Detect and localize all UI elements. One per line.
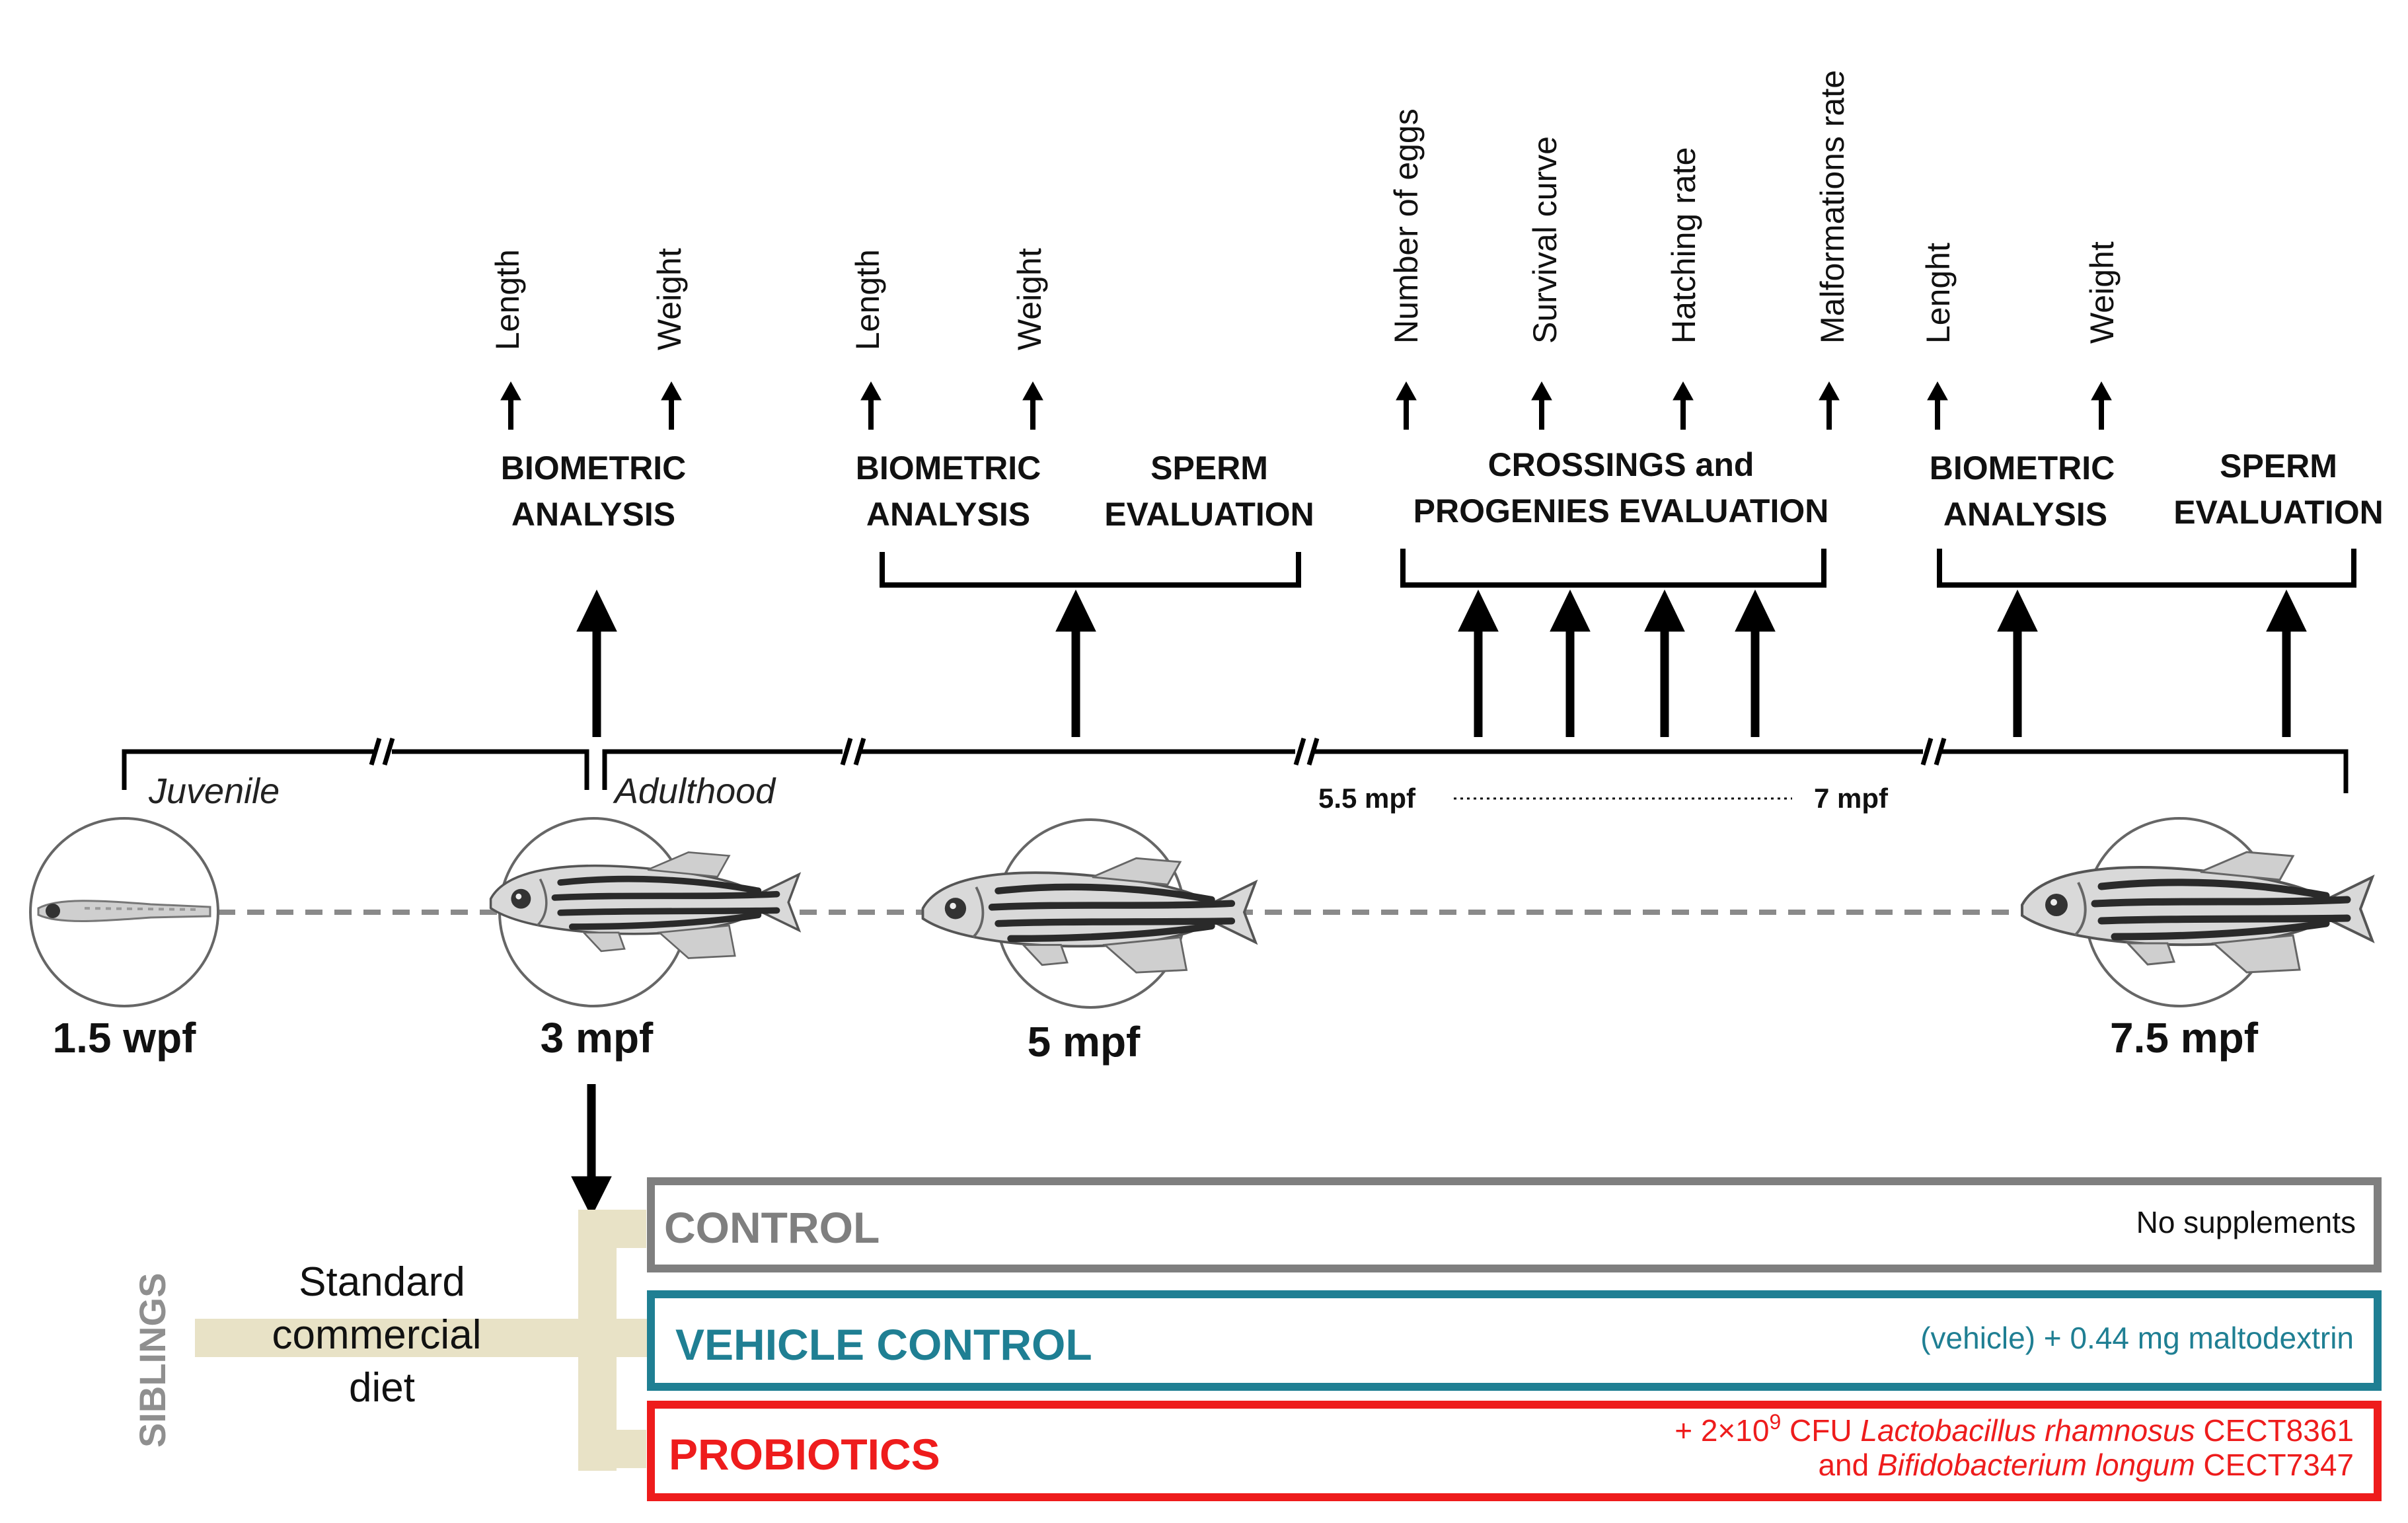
control-name: CONTROL xyxy=(664,1203,880,1252)
arrow-down-icon xyxy=(571,1084,612,1218)
diet-line3: diet xyxy=(349,1365,415,1411)
range-start: 5.5 mpf xyxy=(1318,783,1416,814)
arrow-up-icon xyxy=(1055,589,1096,737)
sperm-2-line1: SPERM xyxy=(2220,448,2337,485)
biometric-2-line1: BIOMETRIC xyxy=(856,449,1041,487)
measure-hatching-rate: Hatching rate xyxy=(1665,147,1702,344)
vehicle-box xyxy=(647,1290,2382,1391)
arrow-up-icon xyxy=(500,381,521,430)
diet-label: Standard commercial diet xyxy=(272,1259,482,1411)
branch-control xyxy=(613,1210,646,1248)
biometric-3-line1: BIOMETRIC xyxy=(1930,449,2115,487)
arrow-up-icon xyxy=(1550,589,1591,737)
arrow-up-icon xyxy=(860,381,882,430)
stage-juvenile: Juvenile xyxy=(148,771,280,811)
measure-malformations-rate: Malformations rate xyxy=(1814,70,1851,344)
branch-probiotics xyxy=(613,1430,646,1468)
arrow-up-icon xyxy=(1997,589,2038,737)
diet-line2: commercial xyxy=(272,1312,482,1358)
group-vehicle-control: VEHICLE CONTROL (vehicle) + 0.44 mg malt… xyxy=(647,1290,2382,1391)
timeline xyxy=(122,749,2349,793)
age-5mpf: 5 mpf xyxy=(1028,1018,1141,1066)
measure-number-of-eggs: Number of eggs xyxy=(1388,108,1425,344)
analysis-headings: BIOMETRIC ANALYSIS BIOMETRIC ANALYSIS SP… xyxy=(501,446,2384,533)
diet-line1: Standard xyxy=(299,1259,465,1305)
bracket-5mpf xyxy=(880,552,1301,588)
zebrafish-icon xyxy=(2022,852,2372,972)
timeline-breaks xyxy=(369,737,1947,766)
bracket-crossings xyxy=(1400,549,1826,588)
crossings-line2: PROGENIES EVALUATION xyxy=(1413,492,1829,529)
arrow-up-icon xyxy=(1673,381,1694,430)
group-bracket xyxy=(195,1210,651,1471)
vehicle-name: VEHICLE CONTROL xyxy=(675,1320,1092,1369)
bracket-7-5mpf xyxy=(1937,549,2356,588)
diet-bar xyxy=(195,1319,651,1357)
arrow-up-icon xyxy=(661,381,682,430)
probiotics-desc-line2: and Bifidobacterium longum CECT7347 xyxy=(1818,1448,2354,1482)
control-box xyxy=(647,1177,2382,1272)
big-arrows xyxy=(576,589,2307,737)
arrow-up-icon xyxy=(1644,589,1685,737)
age-labels: 1.5 wpf 3 mpf 5 mpf 7.5 mpf xyxy=(53,1014,2259,1066)
measure-weight-1: Weight xyxy=(651,248,688,350)
arrow-up-icon xyxy=(1927,381,1948,430)
vehicle-desc: (vehicle) + 0.44 mg maltodextrin xyxy=(1920,1321,2354,1355)
measure-labels: Length Weight Length Weight Number of eg… xyxy=(489,70,2121,350)
arrow-up-icon xyxy=(1735,589,1776,737)
biometric-1-line1: BIOMETRIC xyxy=(501,449,687,487)
group-probiotics: PROBIOTICS + 2×109 CFU Lactobacillus rha… xyxy=(647,1401,2382,1501)
stage-7-5mpf xyxy=(2022,817,2372,1007)
range-end: 7 mpf xyxy=(1814,783,1889,814)
arrow-up-icon xyxy=(576,589,617,737)
zebrafish-icon xyxy=(923,858,1256,972)
age-7-5mpf: 7.5 mpf xyxy=(2110,1014,2259,1062)
arrow-up-icon xyxy=(1458,589,1499,737)
biometric-3-line2: ANALYSIS xyxy=(1943,496,2107,533)
probiotics-box xyxy=(647,1401,2382,1501)
arrow-up-icon xyxy=(1396,381,1417,430)
arrow-up-icon xyxy=(2091,381,2112,430)
sperm-2-line2: EVALUATION xyxy=(2173,494,2384,531)
age-3mpf: 3 mpf xyxy=(541,1014,654,1062)
probiotics-desc-line1: + 2×109 CFU Lactobacillus rhamnosus CECT… xyxy=(1674,1410,2354,1448)
siblings-label: SIBLINGS xyxy=(132,1273,173,1448)
biometric-1-line2: ANALYSIS xyxy=(511,496,675,533)
stage-5mpf xyxy=(923,818,1256,1009)
small-arrows xyxy=(500,381,2112,430)
control-desc: No supplements xyxy=(2136,1205,2356,1239)
stage-3mpf xyxy=(491,817,799,1007)
arrow-up-icon xyxy=(1022,381,1043,430)
probiotics-name: PROBIOTICS xyxy=(669,1430,940,1479)
split-bar xyxy=(578,1210,617,1471)
measure-length-1: Length xyxy=(489,249,526,350)
sperm-1-line2: EVALUATION xyxy=(1104,496,1314,533)
measure-weight-3: Weight xyxy=(2084,241,2121,344)
arrow-up-icon xyxy=(1531,381,1552,430)
group-control: CONTROL No supplements xyxy=(647,1177,2382,1272)
arrow-up-icon xyxy=(1819,381,1840,430)
measure-lenght-3: Lenght xyxy=(1920,243,1957,344)
measure-length-2: Length xyxy=(849,249,886,350)
zebrafish-icon xyxy=(491,852,799,958)
measure-weight-2: Weight xyxy=(1011,248,1048,350)
age-1-5wpf: 1.5 wpf xyxy=(53,1014,197,1062)
measure-survival-curve: Survival curve xyxy=(1526,136,1563,344)
sperm-1-line1: SPERM xyxy=(1150,449,1268,487)
arrow-up-icon xyxy=(2266,589,2307,737)
biometric-2-line2: ANALYSIS xyxy=(866,496,1030,533)
stage-1-5wpf xyxy=(29,817,219,1007)
analysis-brackets xyxy=(880,549,2356,588)
stage-adulthood: Adulthood xyxy=(613,771,776,811)
crossings-line1: CROSSINGS and xyxy=(1488,446,1754,483)
